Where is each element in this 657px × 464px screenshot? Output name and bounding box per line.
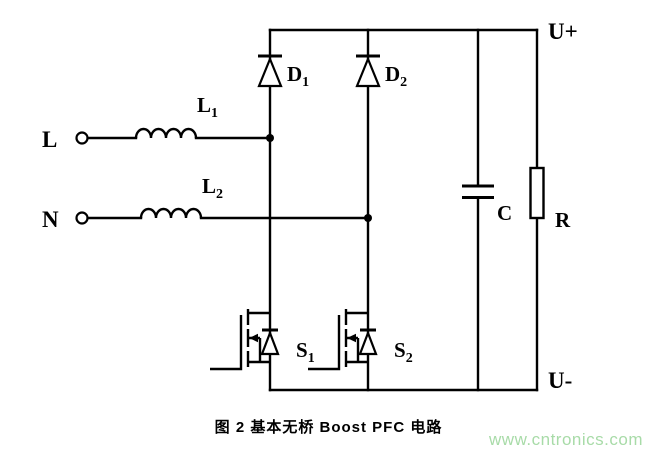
inductor-l1-label-base: L bbox=[197, 93, 211, 117]
figure-caption: 图 2 基本无桥 Boost PFC 电路 bbox=[214, 419, 443, 436]
capacitor-c-label: C bbox=[497, 201, 512, 225]
mosfet-s1-symbol bbox=[210, 309, 280, 371]
diode-d1-symbol bbox=[257, 54, 283, 88]
mosfet-s1-label-base: S bbox=[296, 338, 308, 362]
inductor-l1-label-sub: 1 bbox=[211, 106, 218, 121]
diode-d1-label: D1 bbox=[287, 62, 309, 90]
mosfet-s1-label-sub: 1 bbox=[308, 351, 315, 366]
d2-anode-triangle bbox=[355, 56, 381, 88]
s2-body-arrow bbox=[347, 333, 356, 343]
diode-d2-label: D2 bbox=[385, 62, 407, 90]
wires bbox=[86, 28, 539, 392]
mosfet-s2-symbol bbox=[308, 309, 378, 371]
mosfet-s2-label-base: S bbox=[394, 338, 406, 362]
junction-dot-l1-branch-a bbox=[266, 134, 274, 142]
inductor-l2-symbol bbox=[139, 207, 203, 219]
s1-gate-lead bbox=[210, 358, 243, 371]
s2-body-lead bbox=[346, 336, 360, 362]
s1-body-diode-triangle bbox=[260, 329, 280, 356]
resistor-r-label: R bbox=[555, 208, 571, 232]
diode-d2-symbol bbox=[355, 54, 381, 88]
mosfet-s1-label: S1 bbox=[296, 338, 315, 366]
s2-body-diode-triangle bbox=[358, 329, 378, 356]
terminal-n-node bbox=[75, 211, 89, 225]
diode-d2-label-base: D bbox=[385, 62, 400, 86]
inductor-l2-label: L2 bbox=[202, 174, 223, 202]
diode-d1-label-sub: 1 bbox=[302, 75, 309, 90]
d1-anode-triangle bbox=[257, 56, 283, 88]
terminal-l-node bbox=[75, 131, 89, 145]
capacitor-c-symbol bbox=[462, 184, 494, 199]
inductor-l1-symbol bbox=[134, 127, 198, 139]
diode-d2-label-sub: 2 bbox=[400, 75, 407, 90]
terminal-l-label: L bbox=[42, 127, 57, 152]
output-negative-label: U- bbox=[548, 368, 572, 393]
watermark-text[interactable]: www.cntronics.com bbox=[489, 430, 643, 449]
diode-d1-label-base: D bbox=[287, 62, 302, 86]
resistor-r-symbol bbox=[529, 166, 545, 220]
s2-gate-lead bbox=[308, 358, 341, 371]
inductor-l1-label: L1 bbox=[197, 93, 218, 121]
mosfet-s2-label: S2 bbox=[394, 338, 413, 366]
terminal-n-label: N bbox=[42, 207, 59, 232]
inductor-l2-label-sub: 2 bbox=[216, 187, 223, 202]
inductor-l2-label-base: L bbox=[202, 174, 216, 198]
mosfet-s2-label-sub: 2 bbox=[406, 351, 413, 366]
s1-body-lead bbox=[248, 336, 262, 362]
junction-dot-l2-branch-b bbox=[364, 214, 372, 222]
output-positive-label: U+ bbox=[548, 19, 578, 44]
s1-body-arrow bbox=[249, 333, 258, 343]
